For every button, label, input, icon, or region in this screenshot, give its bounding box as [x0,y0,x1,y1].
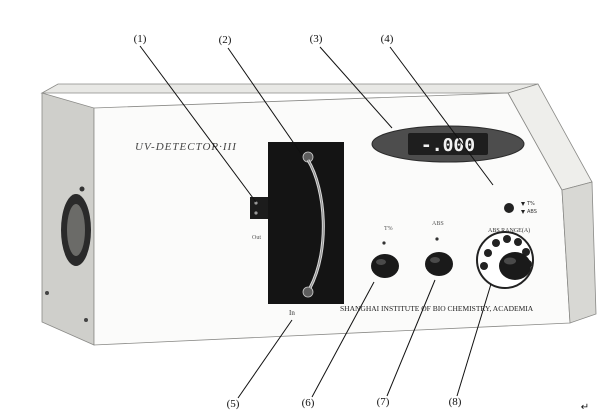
range-knob [499,252,531,280]
callout-leaders [139,45,494,399]
indicator-mark-2 [521,210,525,214]
control-knobs: T% ABS [371,221,453,278]
flow-cell-holder: Out In [250,142,344,317]
range-mark-4 [503,235,511,243]
indicator-label-abs: ABS [527,209,537,215]
range-mark-3 [492,239,500,247]
in-port-label: In [289,309,295,317]
clamp-screw-2 [254,211,258,215]
display-readout: -.000 [421,135,475,156]
knob-6-highlight [376,259,386,265]
digital-display: -.000 [371,125,525,163]
callout-1: (1) [133,33,147,45]
cell-holder-clamp [250,197,268,219]
maker-text: SHANGHAI INSTITUTE OF BIO CHEMISTRY, ACA… [340,304,534,313]
side-window-glass [67,204,85,256]
callout-6: (6) [301,397,315,409]
range-selector: ABS RANGE(A) [476,227,534,289]
model-label: UV-DETECTOR·III [135,141,237,153]
side-window [45,186,91,322]
range-mark-6 [522,248,530,256]
knob-6-label: T% [384,226,393,232]
knob-7-dot [435,237,439,241]
paragraph-return-mark: ↵ [580,402,590,413]
range-mark-5 [514,238,522,246]
callout-7: (7) [376,396,390,408]
leader-4 [389,46,494,186]
indicator-label-t: T% [526,201,535,207]
display-screen [408,133,488,155]
indicator-lamp [504,203,514,213]
knob-6-dot [382,241,386,245]
knob-7 [425,252,453,276]
side-foot-screw [45,291,49,295]
knob-7-highlight [430,257,440,263]
indicator-mark-1 [521,202,525,206]
leader-7 [386,279,436,397]
knob-6 [371,254,399,278]
side-screw [79,186,85,192]
indicator-lamps: T% ABS [504,201,537,215]
range-mark-2 [484,249,492,257]
clamp-screw-1 [254,201,258,205]
leader-1 [139,45,257,203]
right-side-face [561,181,597,324]
callout-3: (3) [309,33,323,45]
out-port-label: Out [252,235,261,241]
knob-7-label: ABS [432,221,444,227]
callout-5: (5) [226,398,240,410]
leader-2 [227,47,303,156]
cell-holder-plate [268,142,344,304]
leader-3 [319,46,393,129]
leader-5 [237,319,293,399]
side-foot-screw-2 [84,318,88,322]
leader-6 [311,281,375,398]
callout-2: (2) [218,34,232,46]
range-knob-highlight [504,257,516,265]
leader-8 [456,283,492,397]
range-mark-1 [480,262,488,270]
callout-4: (4) [380,33,394,45]
tube-fitting-bottom [302,286,314,298]
range-label: ABS RANGE(A) [488,227,530,234]
top-face [40,83,539,94]
callout-8: (8) [448,396,462,408]
flow-tube-core [307,159,324,289]
